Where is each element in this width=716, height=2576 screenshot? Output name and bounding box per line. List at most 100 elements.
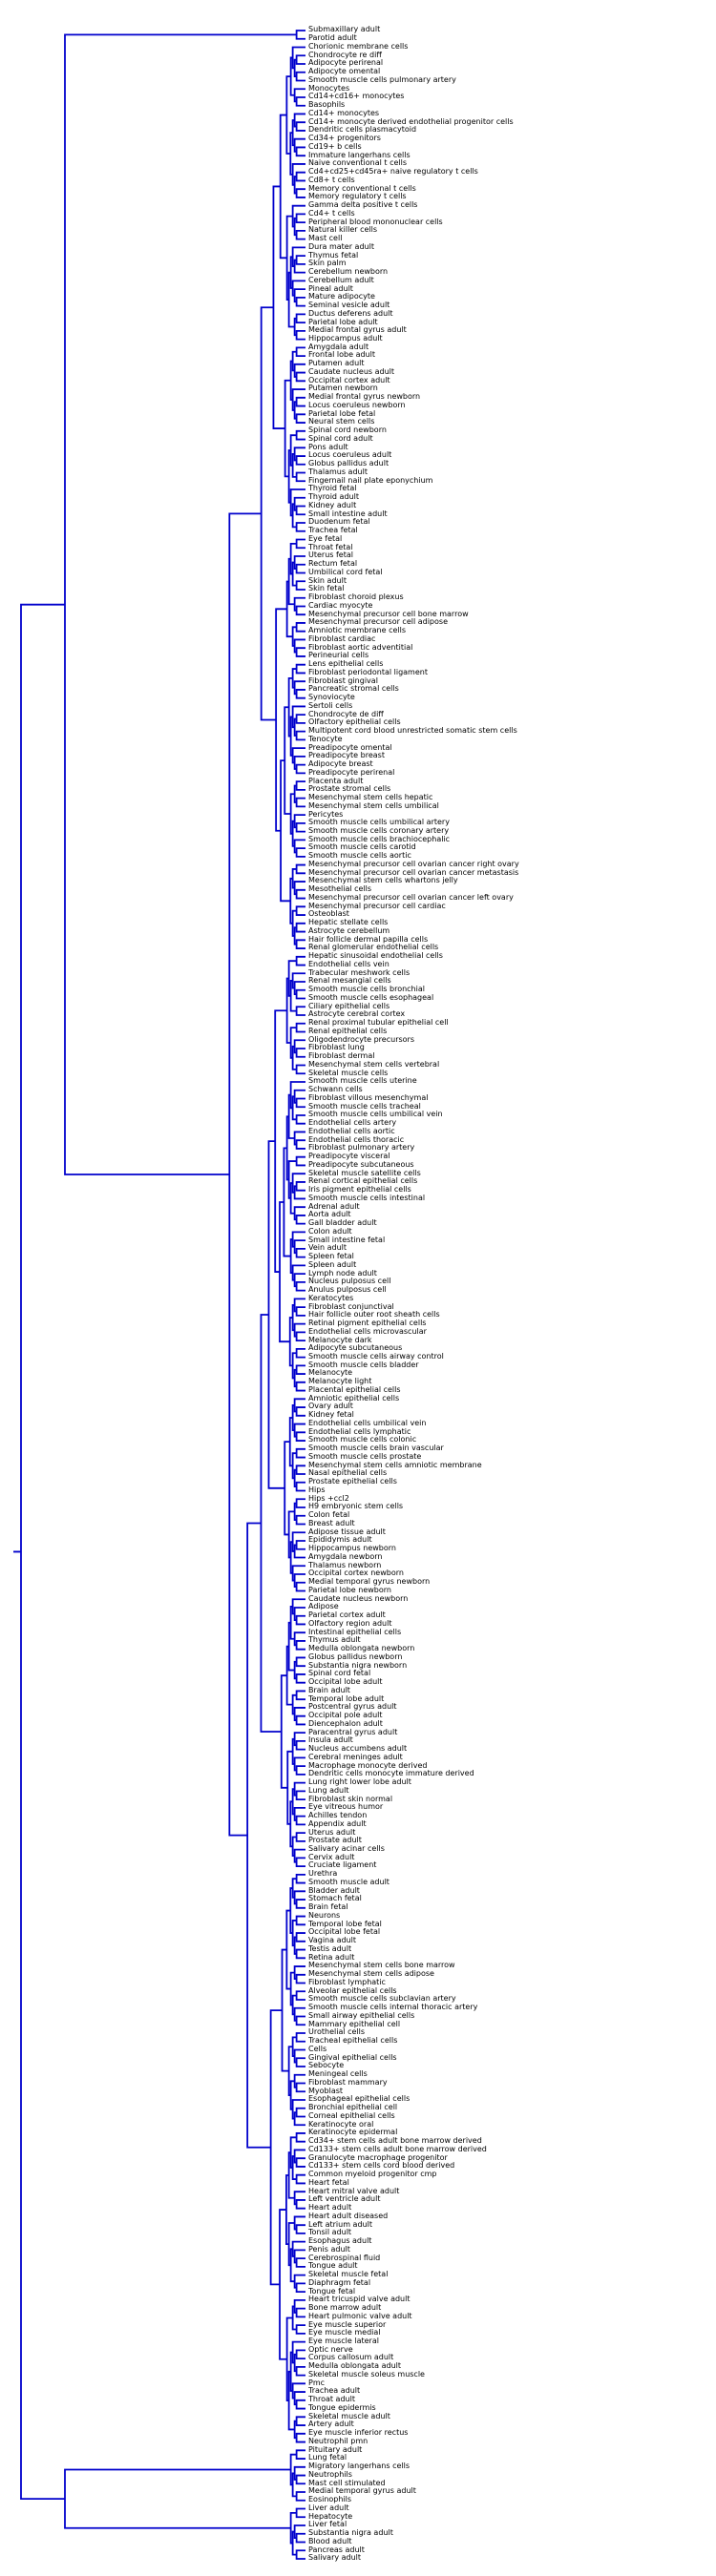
leaf-label: Tongue adult: [308, 2261, 358, 2271]
leaf-label: Lung right lower lobe adult: [308, 1777, 411, 1787]
leaf-label: Adipose: [308, 1602, 339, 1611]
leaf-label: Common myeloid progenitor cmp: [308, 2170, 437, 2179]
leaf-label: Smooth muscle cells carotid: [308, 842, 416, 852]
leaf-label: Blood adult: [308, 2536, 352, 2545]
leaf-label: Pancreatic stromal cells: [308, 684, 399, 694]
leaf-label: Fibroblast cardiac: [308, 634, 376, 643]
leaf-label: Mesenchymal precursor cell ovarian cance…: [308, 892, 514, 902]
leaf-label: Hair follicle outer root sheath cells: [308, 1310, 440, 1319]
leaf-label: Vagina adult: [308, 1936, 356, 1945]
dendrogram-links: [13, 30, 305, 2560]
leaf-label: Retina adult: [308, 1952, 355, 1962]
leaf-label: Naive conventional t cells: [308, 158, 408, 168]
leaf-label: Tenocyte: [308, 734, 343, 743]
leaf-label: Kidney adult: [308, 500, 357, 509]
leaf-label: Lymph node adult: [308, 1268, 377, 1278]
leaf-label: Cd4+ t cells: [308, 208, 355, 218]
leaf-label: Fingernail nail plate eponychium: [308, 475, 433, 485]
leaf-label: Astrocyte cerebellum: [308, 925, 390, 935]
leaf-label: Cd133+ stem cells adult bone marrow deri…: [308, 2144, 487, 2153]
leaf-label: Artery adult: [308, 2420, 354, 2429]
leaf-label: Mesenchymal precursor cell cardiac: [308, 901, 446, 910]
leaf-label: Neural stem cells: [308, 417, 375, 426]
leaf-label: Gingival epithelial cells: [308, 2052, 397, 2062]
leaf-label: Tracheal epithelial cells: [308, 2036, 398, 2046]
leaf-label: Mesenchymal stem cells umbilical: [308, 800, 439, 810]
leaf-label: Parietal cortex adult: [308, 1610, 386, 1620]
leaf-label: Putamen newborn: [308, 384, 378, 393]
leaf-label: Multipotent cord blood unrestricted soma…: [308, 726, 517, 736]
leaf-label: Cd14+ monocyte derived endothelial proge…: [308, 116, 514, 126]
leaf-label: Smooth muscle cells internal thoracic ar…: [308, 2003, 478, 2012]
leaf-label: Chorionic membrane cells: [308, 41, 409, 51]
leaf-label: Thalamus adult: [308, 467, 368, 476]
leaf-label: Preadipocyte subcutaneous: [308, 1159, 414, 1169]
leaf-label: Skeletal muscle adult: [308, 2411, 390, 2420]
leaf-label: Occipital pole adult: [308, 1711, 383, 1720]
leaf-label: Heart mitral valve adult: [308, 2186, 400, 2195]
leaf-label: Umbilical cord fetal: [308, 567, 383, 576]
leaf-label: Vein adult: [308, 1243, 347, 1253]
leaf-label: Neutrophils: [308, 2469, 352, 2479]
leaf-label: Occipital cortex adult: [308, 375, 390, 384]
leaf-label: Dura mater adult: [308, 241, 374, 251]
leaf-label: Renal glomerular endothelial cells: [308, 943, 439, 952]
leaf-label: H9 embryonic stem cells: [308, 1502, 404, 1511]
leaf-label: Cerebral meninges adult: [308, 1752, 403, 1761]
leaf-label: Eosinophils: [308, 2495, 352, 2504]
leaf-label: Uterus adult: [308, 1827, 356, 1837]
leaf-label: Nasal epithelial cells: [308, 1468, 388, 1478]
leaf-label: Heart pulmonic valve adult: [308, 2311, 412, 2320]
leaf-label: Medulla oblongata newborn: [308, 1644, 415, 1653]
leaf-label: Smooth muscle cells bronchial: [308, 985, 425, 994]
leaf-label: Smooth muscle cells prostate: [308, 1451, 422, 1461]
leaf-label: Mesothelial cells: [308, 884, 372, 894]
leaf-label: Trachea fetal: [308, 526, 358, 535]
leaf-label: Endothelial cells artery: [308, 1118, 397, 1128]
leaf-label: Fibroblast lung: [308, 1043, 365, 1052]
leaf-label: Occipital lobe fetal: [308, 1927, 381, 1937]
leaf-label: Dendritic cells monocyte immature derive…: [308, 1769, 474, 1778]
leaf-label: Cervix adult: [308, 1852, 355, 1861]
leaf-label: Mesenchymal stem cells vertebral: [308, 1059, 440, 1069]
leaf-label: Appendix adult: [308, 1818, 367, 1828]
leaf-label: Gall bladder adult: [308, 1218, 377, 1228]
leaf-label: Mesenchymal precursor cell adipose: [308, 617, 448, 627]
leaf-label: Meningeal cells: [308, 2069, 368, 2079]
leaf-label: Globus pallidus newborn: [308, 1652, 403, 1661]
leaf-label: Cerebellum adult: [308, 275, 374, 284]
leaf-label: Thalamus newborn: [308, 1560, 382, 1569]
leaf-label: Esophagus adult: [308, 2236, 372, 2246]
leaf-label: Parotid adult: [308, 33, 357, 43]
leaf-label: Tonsil adult: [308, 2228, 352, 2237]
leaf-label: Smooth muscle cells brachiocephalic: [308, 834, 451, 843]
leaf-label: Endothelial cells microvascular: [308, 1326, 427, 1336]
leaf-label: Hepatic stellate cells: [308, 918, 389, 927]
leaf-label: Ovary adult: [308, 1402, 353, 1411]
leaf-label: Heart fetal: [308, 2177, 349, 2187]
leaf-label: Hippocampus newborn: [308, 1544, 396, 1553]
leaf-label: Prostate stromal cells: [308, 784, 391, 794]
leaf-label: Uterus fetal: [308, 551, 353, 560]
leaf-label: Keratocytes: [308, 1293, 354, 1302]
leaf-label: Corneal epithelial cells: [308, 2110, 395, 2120]
leaf-label: Cd14+ monocytes: [308, 108, 380, 117]
leaf-label: Gamma delta positive t cells: [308, 200, 418, 210]
leaf-label: Eye muscle inferior rectus: [308, 2428, 409, 2438]
leaf-label: Osteoblast: [308, 909, 349, 919]
leaf-label: Smooth muscle cells tracheal: [308, 1101, 421, 1111]
leaf-label: Preadipocyte omental: [308, 742, 392, 752]
leaf-label: Spleen fetal: [308, 1252, 354, 1261]
leaf-label: Neurons: [308, 1910, 341, 1920]
leaf-label: Occipital lobe adult: [308, 1677, 383, 1687]
leaf-label: Smooth muscle cells umbilical vein: [308, 1110, 443, 1119]
leaf-label: Achilles tendon: [308, 1811, 368, 1820]
leaf-label: Temporal lobe adult: [308, 1693, 385, 1703]
leaf-label: Substantia nigra adult: [308, 2528, 393, 2538]
dendrogram-tree: [13, 30, 305, 2560]
leaf-label: Small intestine adult: [308, 509, 388, 518]
leaf-label: Stomach fetal: [308, 1894, 362, 1903]
leaf-label: Myoblast: [308, 2086, 344, 2095]
leaf-label: Lens epithelial cells: [308, 659, 384, 669]
leaf-label: Pancreas adult: [308, 2545, 365, 2554]
